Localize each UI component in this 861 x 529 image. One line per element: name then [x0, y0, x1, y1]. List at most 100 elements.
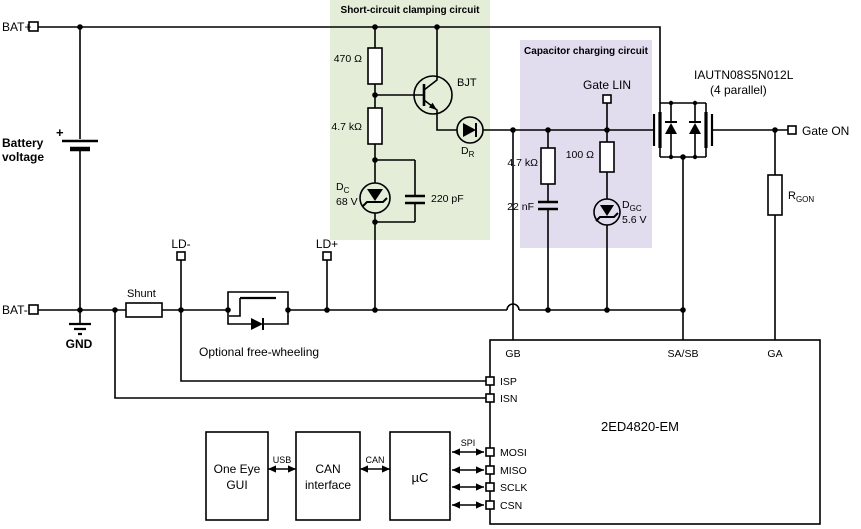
dgc-zener-label: DGC [622, 199, 642, 213]
driver-ic-box [489, 339, 821, 525]
junction-dots [77, 24, 778, 313]
fet-bank-rails [660, 102, 706, 158]
can-box-label-line1: CAN [315, 462, 340, 476]
bjt-circle [413, 75, 453, 115]
mcu-box [389, 431, 451, 521]
gui-box [205, 431, 269, 521]
comm-arrows [268, 448, 484, 509]
driver-pin-squares [485, 376, 495, 510]
shunt-resistor [125, 302, 163, 318]
gate-lin-label: Gate LIN [583, 78, 631, 92]
dc-zener-circle [359, 182, 391, 214]
bjt-collector-wire [423, 27, 438, 91]
fet-channel-leads [659, 103, 707, 157]
gui-label-line1: One Eye [214, 462, 261, 476]
dc-zener-symbol [359, 182, 391, 214]
cap-22nf-plates [538, 200, 558, 211]
rgon-label: RGON [788, 190, 814, 204]
dr-diode-circle [456, 116, 484, 144]
battery-label-line2: voltage [2, 150, 44, 164]
gate-lin-terminal [602, 94, 612, 104]
fw-body-diode-icon [251, 318, 263, 330]
shunt-label: Shunt [127, 288, 156, 300]
pin-isn-label: ISN [500, 393, 518, 405]
usb-link-label: USB [273, 455, 292, 465]
ld-minus-label: LD- [171, 237, 190, 251]
bjt-label: BJT [457, 77, 477, 89]
charging-region [520, 40, 652, 248]
battery-plus-sign: + [56, 125, 64, 140]
clamping-region [330, 0, 490, 240]
bjt-symbol [413, 75, 453, 115]
free-wheeling-mosfet [227, 291, 289, 330]
mosfet-part-label: IAUTN08S5N012L [694, 68, 794, 82]
r470-label: 470 Ω [334, 53, 362, 65]
mcu-label: µC [412, 470, 429, 485]
r4k7-clamp-label: 4.7 kΩ [331, 121, 362, 133]
cap-22nf-label: 22 nF [507, 201, 534, 213]
pin-ga-label: GA [767, 348, 782, 360]
r100-label: 100 Ω [566, 149, 594, 161]
isp-sense-wire [180, 310, 486, 382]
resistor-100 [599, 141, 615, 173]
gate-on-label: Gate ON [802, 124, 849, 138]
dgc-zener-triangle [600, 205, 614, 216]
gui-label-line2: GUI [226, 478, 247, 492]
isn-sense-wire [114, 310, 486, 399]
r4k7-charging-label: 4.7 kΩ [507, 157, 538, 169]
isp-pin-square [485, 376, 495, 386]
dc-zener-value: 68 V [336, 196, 358, 208]
right-body-diode-icon [689, 123, 701, 134]
dc-zener-triangle [367, 189, 383, 201]
can-interface-box [295, 431, 361, 521]
resistor-470 [367, 47, 383, 85]
pin-csn-label: CSN [500, 500, 522, 512]
sclk-pin-square [485, 482, 495, 492]
pin-miso-label: MISO [500, 465, 527, 477]
left-body-diode-icon [665, 123, 677, 134]
dc-zener-label: DC [336, 181, 350, 195]
fw-body-diode-path [227, 310, 289, 325]
battery-label-line1: Battery [2, 136, 44, 150]
driver-ic-name: 2ED4820-EM [601, 419, 679, 434]
gnd-label: GND [66, 337, 93, 351]
dgc-zener-bar [595, 212, 619, 222]
isn-pin-square [485, 393, 495, 403]
clamping-region-title: Short-circuit clamping circuit [341, 5, 481, 16]
bjt-emitter-arrow [428, 102, 437, 110]
pin-gb-label: GB [505, 348, 520, 360]
resistor-4k7-charging [540, 147, 556, 185]
bat-minus-terminal [28, 304, 39, 315]
dr-diode-symbol [456, 116, 484, 144]
fet-gate-bars [652, 114, 714, 146]
battery-symbol [62, 139, 98, 152]
resistor-4k7-clamp [367, 107, 383, 145]
bat-plus-rail [38, 26, 661, 103]
bjt-emitter-wire [423, 99, 457, 131]
cap-220pf-plates [405, 194, 425, 205]
dc-zener-bar [362, 197, 388, 207]
bat-minus-label: BAT- [2, 303, 28, 317]
pin-sclk-label: SCLK [500, 482, 527, 494]
gnd-symbol [69, 322, 91, 336]
dr-diode-triangle [463, 123, 476, 137]
miso-pin-square [485, 465, 495, 475]
mosfet-parallel-label: (4 parallel) [710, 83, 767, 97]
free-wheeling-label: Optional free-wheeling [199, 345, 319, 359]
terminal-squares [28, 21, 797, 315]
gate-on-terminal [787, 125, 797, 135]
can-link-label: CAN [365, 455, 384, 465]
main-mosfet-bank [652, 112, 714, 148]
ld-plus-terminal [322, 251, 332, 261]
spi-label: SPI [461, 438, 476, 448]
cap-220pf-label: 220 pF [431, 193, 464, 205]
pin-isp-label: ISP [500, 376, 517, 388]
csn-pin-square [485, 500, 495, 510]
ld-plus-label: LD+ [316, 237, 338, 251]
pin-mosi-label: MOSI [500, 447, 527, 459]
resistor-rgon [767, 174, 783, 216]
ld-minus-terminal [176, 251, 186, 261]
bat-plus-label: BAT+ [2, 20, 31, 34]
mosi-pin-square [485, 447, 495, 457]
